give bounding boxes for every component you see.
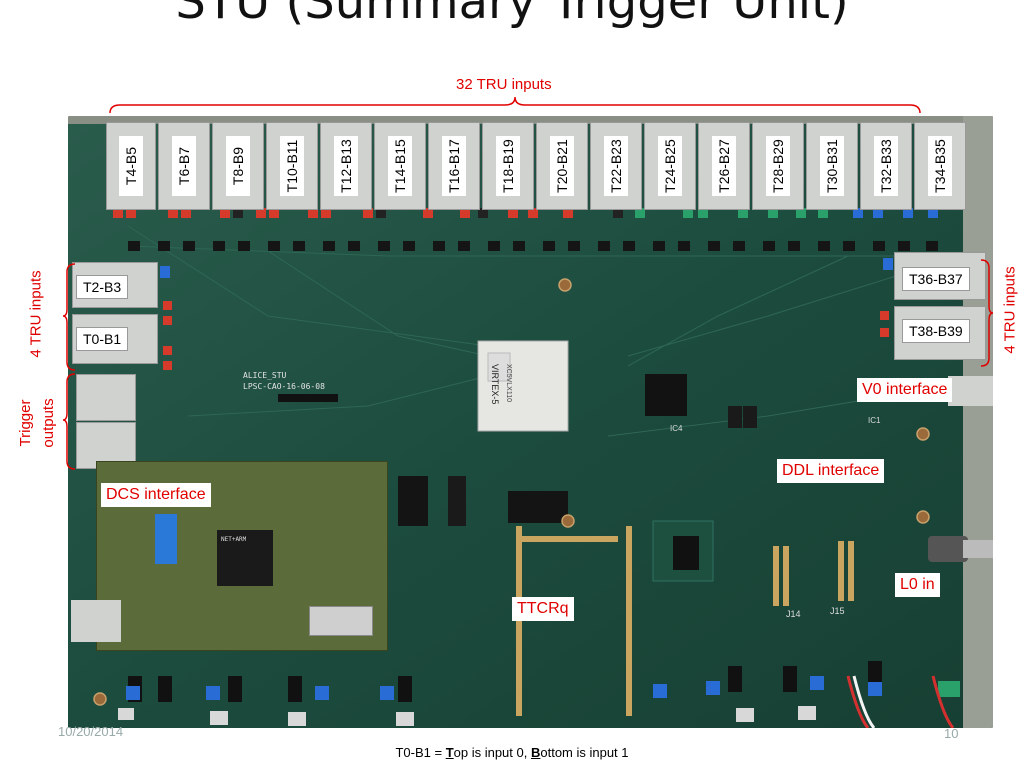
l0-in-label: L0 in: [895, 573, 940, 597]
top-port-row: T4-B5 T6-B7 T8-B9 T10-B11 T12-B13 T14-B1…: [106, 122, 976, 210]
tru-port: T34-B35: [914, 122, 966, 210]
left-bracket: [62, 263, 76, 371]
tru-port-label: T28-B29: [770, 139, 786, 193]
footnote-part1: T0-B1 =: [395, 745, 446, 760]
tru-port-label: T26-B27: [716, 139, 732, 193]
right-bracket: [980, 259, 994, 367]
fpga-brand: VIRTEX-5: [490, 364, 500, 405]
tru-port-label: T16-B17: [446, 139, 462, 193]
j14-label: J14: [786, 609, 801, 619]
slide-date: 10/20/2014: [58, 724, 124, 739]
trigger-output-connector-top: [76, 374, 136, 421]
port-label-t2-b3: T2-B3: [76, 275, 129, 299]
silk-line1: ALICE_STU: [243, 371, 287, 380]
footnote-bold-t: T: [445, 745, 454, 760]
tru-port-label: T22-B23: [608, 139, 624, 193]
top-bracket: [109, 96, 921, 114]
tru-port-label: T14-B15: [392, 139, 408, 193]
footnote-part3: ottom is input 1: [540, 745, 629, 760]
dcs-interface-label: DCS interface: [101, 483, 211, 507]
silk-line2: LPSC-CAO-16-06-08: [243, 382, 325, 391]
footnote-bold-b: B: [530, 745, 541, 760]
tru-port: T24-B25: [644, 122, 696, 210]
dcs-module-chip: NET+ARM: [217, 530, 273, 586]
tru-port: T20-B21: [536, 122, 588, 210]
dcs-module-connector: [155, 514, 177, 564]
tru-port: T26-B27: [698, 122, 750, 210]
tru-port-label: T10-B11: [284, 139, 300, 193]
j15-label: J15: [830, 606, 845, 616]
tru-port: T8-B9: [212, 122, 264, 210]
left-inputs-text: 4 TRU inputs: [27, 270, 45, 358]
tru-port-label: T32-B33: [878, 139, 894, 193]
trigger-word: Trigger: [16, 399, 34, 447]
outputs-word: outputs: [40, 398, 58, 448]
ic1-label: IC1: [868, 416, 881, 425]
trigger-bracket: [62, 373, 76, 470]
tru-port: T18-B19: [482, 122, 534, 210]
tru-port-label: T4-B5: [123, 146, 139, 186]
v0-interface-label: V0 interface: [857, 378, 953, 402]
module-chip-text: NET+ARM: [221, 536, 247, 543]
dcs-rj45: [71, 600, 121, 642]
tru-port-label: T18-B19: [500, 139, 516, 193]
top-inputs-label: 32 TRU inputs: [456, 76, 552, 93]
tru-port: T30-B31: [806, 122, 858, 210]
fpga-part: XC5VLX110: [505, 364, 512, 403]
ic4-label: IC4: [670, 424, 683, 433]
tru-port-label: T12-B13: [338, 139, 354, 193]
tru-port: T10-B11: [266, 122, 318, 210]
tru-port-label: T20-B21: [554, 139, 570, 193]
tru-port-label: T30-B31: [824, 139, 840, 193]
slide-page-number: 10: [944, 726, 959, 741]
tru-port: T32-B33: [860, 122, 912, 210]
tru-port: T6-B7: [158, 122, 210, 210]
tru-port: T14-B15: [374, 122, 426, 210]
footnote-part2: op is input 0,: [453, 745, 531, 760]
port-label-t0-b1: T0-B1: [76, 327, 129, 351]
left-inputs-label: 4 TRU inputs: [25, 256, 47, 372]
slide-footnote: T0-B1 = Top is input 0, Bottom is input …: [0, 745, 1024, 760]
tru-port-label: T6-B7: [176, 146, 192, 186]
tru-port: T12-B13: [320, 122, 372, 210]
right-inputs-text: 4 TRU inputs: [1001, 266, 1019, 354]
tru-port: T4-B5: [106, 122, 156, 210]
ddl-interface-label: DDL interface: [777, 459, 885, 483]
pcb-photo: NET+ARM ALICE_STU LPSC-CAO-16-06-08 VIRT…: [68, 116, 993, 728]
dcs-serial-port: [309, 606, 373, 636]
tru-port-label: T24-B25: [662, 139, 678, 193]
port-label-t38-b39: T38-B39: [902, 319, 970, 343]
slide-title: STU (Summary Trigger Unit): [175, 0, 849, 30]
tru-port-label: T34-B35: [932, 139, 948, 193]
right-inputs-label: 4 TRU inputs: [999, 252, 1021, 368]
tru-port: T22-B23: [590, 122, 642, 210]
trigger-outputs-label: Trigger outputs: [10, 378, 58, 468]
ttcrq-label: TTCRq: [512, 597, 574, 621]
port-label-t36-b37: T36-B37: [902, 267, 970, 291]
tru-port-label: T8-B9: [230, 146, 246, 186]
tru-port: T28-B29: [752, 122, 804, 210]
tru-port: T16-B17: [428, 122, 480, 210]
